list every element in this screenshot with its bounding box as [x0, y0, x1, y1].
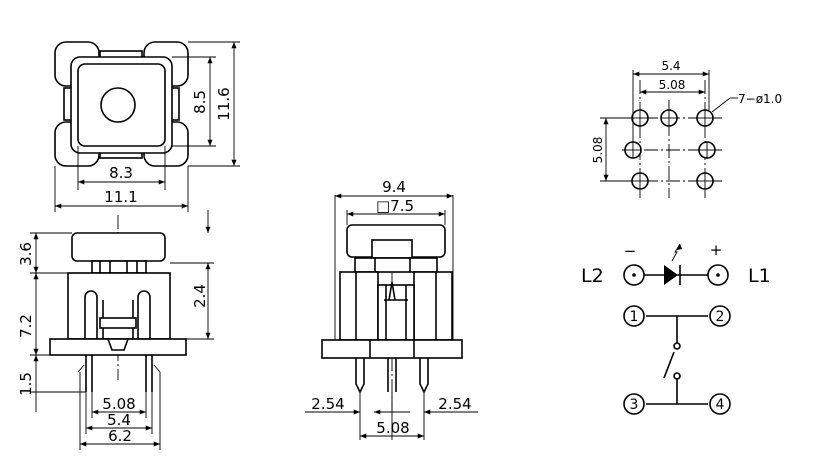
svg-text:1: 1 [630, 309, 639, 325]
pin-2-marker: 2 [709, 305, 731, 327]
pcb-hole [624, 141, 642, 159]
dim-front-2-54-right: 2.54 [438, 395, 471, 413]
front-cap-insert [371, 239, 413, 259]
dim-side-2-4: 2.4 [191, 284, 209, 308]
svg-text:4: 4 [716, 397, 725, 413]
pin-1-marker: 1 [623, 305, 645, 327]
dim-side-3-6: 3.6 [17, 242, 35, 266]
pcb-hole [696, 172, 714, 190]
dim-front-2-54-left: 2.54 [311, 395, 344, 413]
pin-4-marker: 4 [709, 393, 731, 415]
top-body-inner [77, 63, 166, 147]
dim-side-7-2: 7.2 [17, 314, 35, 338]
dim-side-1-5: 1.5 [17, 372, 35, 396]
dim-side-6-2: 6.2 [108, 427, 132, 445]
front-body-right [413, 271, 453, 341]
front-view: 9.4 □7.5 2.54 2.54 5.08 [305, 178, 478, 440]
pcb-hole [698, 141, 716, 159]
front-base [321, 339, 463, 359]
led-anode-label: L1 [748, 265, 771, 287]
pcb-hole [696, 109, 714, 127]
side-base [49, 338, 187, 356]
minus-sign: − [624, 242, 637, 260]
top-view: 8.3 11.1 8.5 11.6 [54, 41, 240, 212]
top-button-circle [100, 87, 136, 123]
dim-pcb-5-4: 5.4 [661, 59, 680, 73]
side-body [67, 272, 171, 340]
top-body-outer [70, 56, 173, 154]
dim-side-5-08: 5.08 [102, 395, 135, 413]
led-cathode-label: L2 [581, 265, 604, 287]
dim-front-7-5: □7.5 [376, 197, 414, 215]
side-cap [71, 232, 166, 262]
dim-top-11-6: 11.6 [215, 87, 233, 120]
pcb-hole [631, 172, 649, 190]
dim-pcb-5-08-horizontal: 5.08 [659, 78, 686, 92]
pcb-hole [631, 109, 649, 127]
side-view: 3.6 7.2 1.5 2.4 5.08 5.4 6.2 [17, 210, 214, 450]
pcb-hole-callout: 7−ø1.0 [738, 92, 782, 106]
front-body-left [339, 271, 379, 341]
switch-lever [663, 351, 675, 379]
led-diode-symbol [664, 265, 678, 285]
dim-front-5-08: 5.08 [376, 419, 409, 437]
dim-top-8-5: 8.5 [191, 90, 209, 114]
dim-top-11-1: 11.1 [104, 188, 137, 206]
svg-text:2: 2 [716, 309, 725, 325]
plus-sign: + [710, 241, 723, 259]
pcb-layout: 5.4 5.08 7−ø1.0 5.08 [591, 59, 782, 198]
switch-contact-bottom [673, 372, 681, 380]
pcb-hole [660, 109, 678, 127]
dim-top-8-3: 8.3 [109, 164, 133, 182]
dim-front-9-4: 9.4 [382, 178, 406, 196]
switch-contact-top [673, 342, 681, 350]
dim-side-5-4: 5.4 [107, 411, 131, 429]
pin-3-marker: 3 [623, 393, 645, 415]
schematic: L2 L1 − + 1 2 3 4 [581, 241, 771, 415]
dim-pcb-5-08-vertical: 5.08 [591, 137, 605, 164]
svg-text:3: 3 [630, 397, 639, 413]
